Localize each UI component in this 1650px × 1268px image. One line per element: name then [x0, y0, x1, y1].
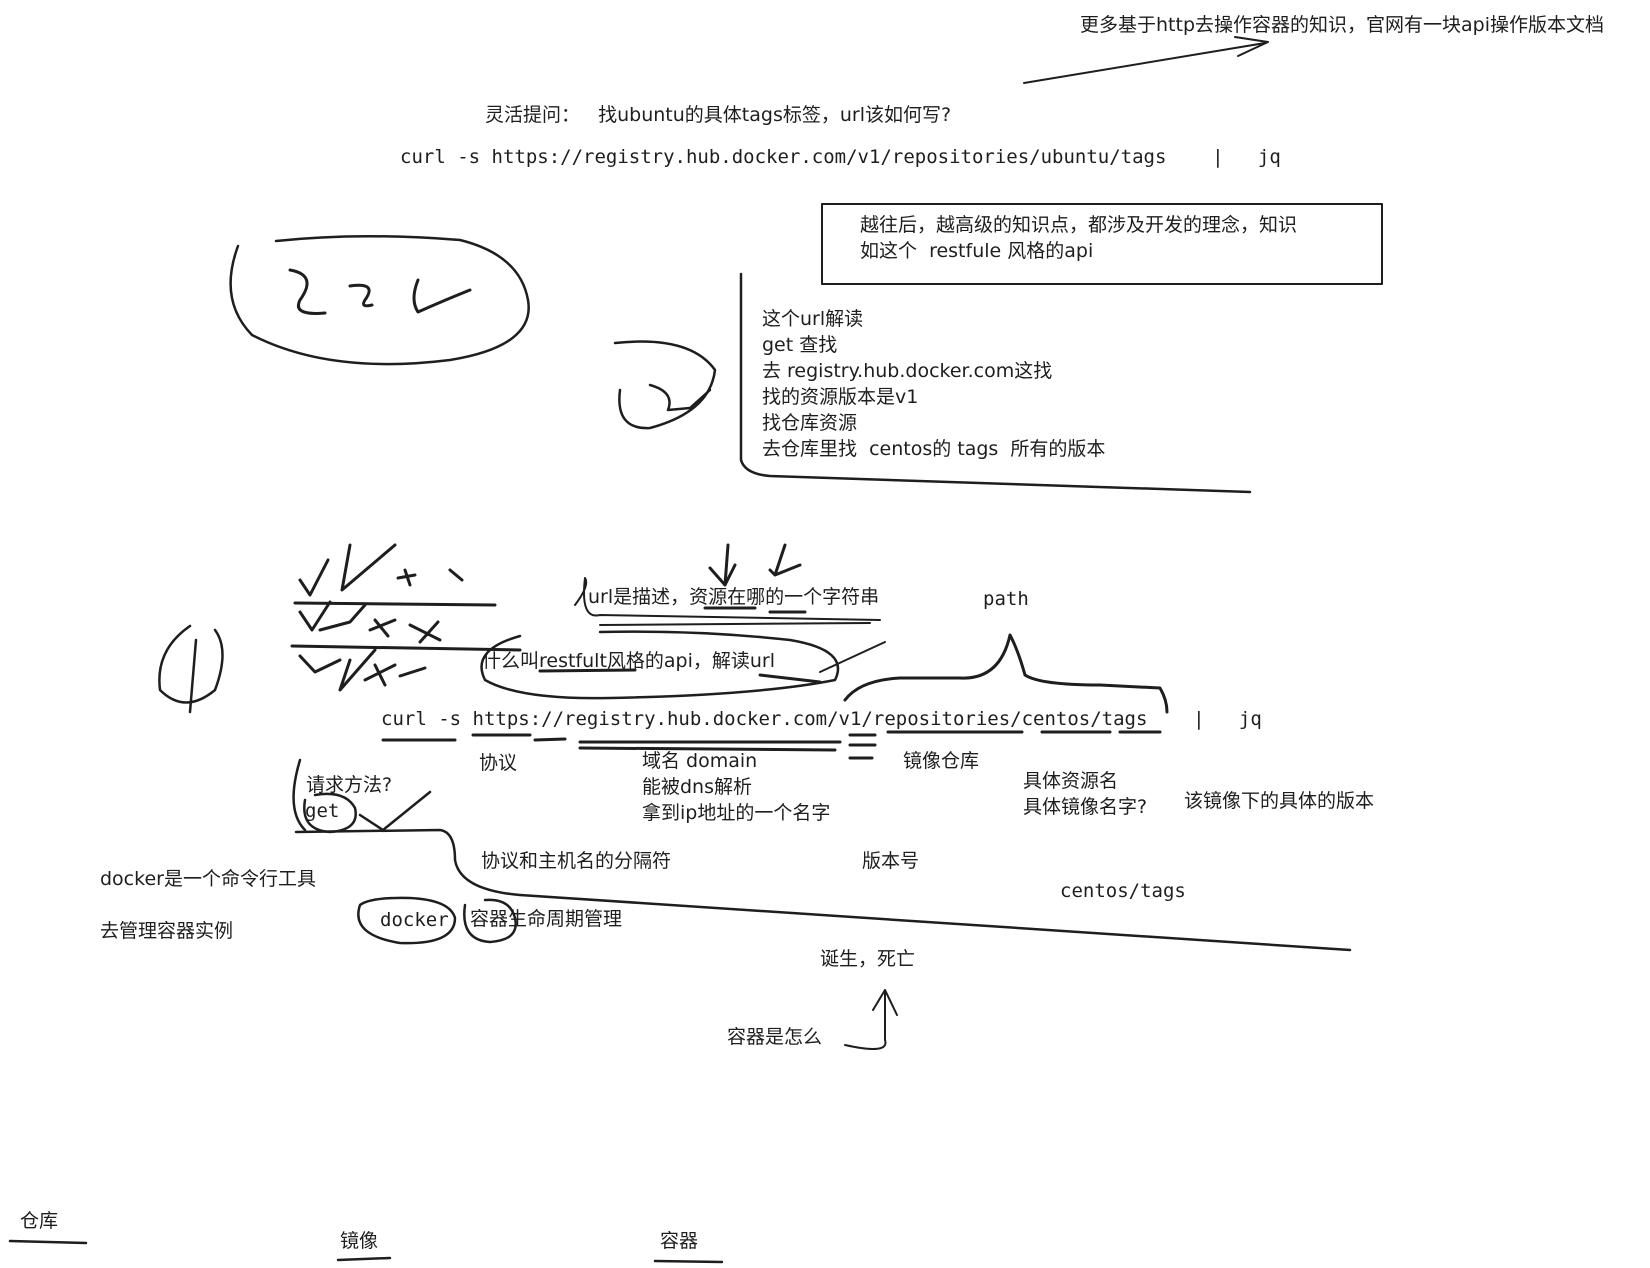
scribble-v2 [298, 600, 442, 644]
oval-get [303, 792, 357, 834]
underline-domain [578, 740, 842, 752]
oval-container [463, 898, 517, 944]
scribble-v3 [298, 648, 427, 692]
underline-v1 [848, 733, 877, 760]
curl-centos-command: curl -s https://registry.hub.docker.com/… [381, 708, 1262, 730]
note-box-outline [821, 203, 1383, 285]
doodle-two-2 [348, 283, 374, 308]
url-read-version: 找的资源版本是v1 [762, 386, 919, 408]
underline-bottom-container [653, 1259, 724, 1264]
circled-one-stroke [188, 638, 198, 714]
label-what-container: 容器是怎么 [727, 1026, 823, 1048]
path-brace [843, 633, 1169, 714]
underline-ziyuan [703, 606, 807, 614]
label-centos-tags: centos/tags [1060, 880, 1186, 902]
restful-question: 什么叫restfult风格的api，解读url [482, 650, 776, 672]
label-resource-name-2: 具体镜像名字? [1023, 796, 1148, 818]
box-note-line-2: 如这个 restfule 风格的api [860, 240, 1094, 262]
url-read-title: 这个url解读 [762, 308, 864, 330]
label-image-version: 该镜像下的具体的版本 [1184, 790, 1375, 812]
circle-doodle-large [229, 235, 530, 366]
oval-restful [480, 630, 840, 700]
url-read-get: get 查找 [762, 334, 838, 356]
bottom-label-image: 镜像 [340, 1230, 379, 1252]
bracket-url-read [739, 272, 1252, 494]
circled-one [158, 624, 224, 704]
url-read-tags: 去仓库里找 centos的 tags 所有的版本 [762, 438, 1106, 460]
bottom-bracket [294, 828, 1352, 952]
label-domain-1: 域名 domain [642, 750, 758, 772]
connect-restful [819, 641, 886, 673]
label-domain-2: 能被dns解析 [642, 776, 753, 798]
label-lifecycle: 容器生命周期管理 [470, 908, 623, 930]
url-desc-bracket [574, 577, 881, 626]
note-manage-instances: 去管理容器实例 [100, 920, 234, 942]
label-method-get: get [305, 800, 340, 822]
label-domain-3: 拿到ip地址的一个名字 [642, 802, 831, 824]
underline-https [471, 733, 567, 742]
path-label: path [983, 588, 1029, 610]
box-note-line-1: 越往后，越高级的知识点，都涉及开发的理念，知识 [860, 214, 1298, 236]
oval-docker [357, 896, 457, 945]
label-docker-word: docker [380, 909, 449, 931]
url-description: url是描述，资源在哪的一个字符串 [588, 586, 880, 608]
note-question-ubuntu-tags: 灵活提问： 找ubuntu的具体tags标签，url该如何写? [485, 104, 952, 126]
circled-two-inner [648, 383, 712, 412]
note-http-api-docs: 更多基于http去操作容器的知识，官网有一块api操作版本文档 [1080, 14, 1604, 36]
label-protocol: 协议 [479, 752, 518, 774]
doodle-two-3 [412, 278, 472, 314]
bottom-label-repo: 仓库 [20, 1210, 59, 1232]
arrow-top-right [1023, 36, 1269, 84]
bracket-method [292, 758, 307, 832]
scribble-line-1 [293, 601, 497, 607]
doodle-two-1 [288, 268, 327, 315]
underline-bottom-repo [8, 1239, 88, 1245]
label-method-question: 请求方法? [306, 774, 393, 796]
note-docker-cli: docker是一个命令行工具 [100, 868, 316, 890]
scribble-v1 [298, 543, 464, 597]
label-birth-death: 诞生，死亡 [820, 948, 916, 970]
curl-ubuntu-command: curl -s https://registry.hub.docker.com/… [400, 146, 1281, 168]
label-resource-name-1: 具体资源名 [1023, 770, 1119, 792]
label-version-number: 版本号 [862, 850, 920, 872]
bottom-label-container: 容器 [660, 1230, 699, 1252]
arrow-down-2 [768, 543, 802, 577]
label-mirror-repo: 镜像仓库 [903, 750, 980, 772]
label-separator: 协议和主机名的分隔符 [481, 850, 672, 872]
arrow-down-1 [708, 543, 737, 587]
scribble-line-2 [290, 644, 522, 652]
underline-bottom-image [336, 1256, 392, 1262]
circled-two [613, 340, 717, 430]
underline-restful [538, 668, 822, 684]
url-read-domain: 去 registry.hub.docker.com这找 [762, 360, 1053, 382]
url-read-repo: 找仓库资源 [762, 412, 858, 434]
arrow-up-birth [844, 989, 898, 1050]
